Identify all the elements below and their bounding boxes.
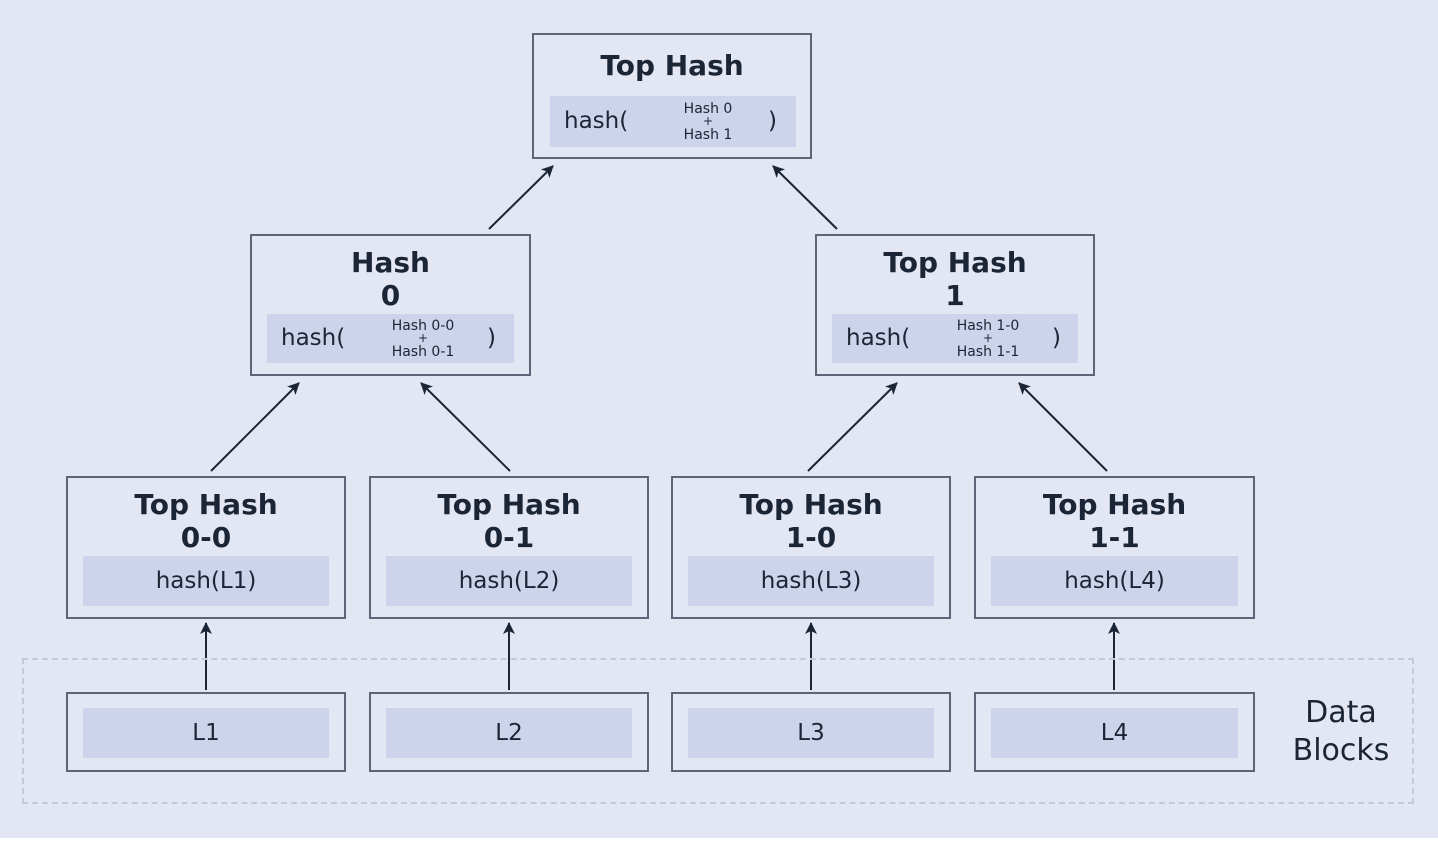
data-block-value: L1	[83, 708, 329, 758]
hash-function-label: hash(	[846, 325, 911, 351]
close-paren: )	[487, 325, 496, 351]
top-hash-title: Top Hash	[600, 49, 744, 82]
arrow-leaf01-to-hash0	[420, 382, 511, 472]
top-hash-formula: hash( Hash 0 + Hash 1 )	[550, 96, 796, 147]
leaf-hash-value: hash(L3)	[688, 556, 934, 606]
operand-1: Hash 0-0	[391, 318, 455, 334]
hash-function-label: hash(	[564, 108, 629, 134]
plus-operator: +	[982, 331, 994, 345]
leaf-hash-node-0-1: Top Hash 0-1 hash(L2)	[369, 476, 649, 619]
arrow-leaf00-to-hash0	[210, 382, 300, 472]
data-block-value: L2	[386, 708, 632, 758]
close-paren: )	[768, 108, 777, 134]
operand-stack: Hash 1-0 + Hash 1-1	[940, 316, 1036, 362]
leaf-hash-node-1-0: Top Hash 1-0 hash(L3)	[671, 476, 951, 619]
data-block-value: L4	[991, 708, 1238, 758]
plus-operator: +	[702, 114, 714, 128]
data-blocks-region	[22, 658, 1414, 804]
leaf-hash-value: hash(L2)	[386, 556, 632, 606]
operand-1: Hash 1-0	[956, 318, 1020, 334]
data-block-l4: L4	[974, 692, 1255, 772]
hash-1-formula: hash( Hash 1-0 + Hash 1-1 )	[832, 314, 1078, 363]
data-block-l1: L1	[66, 692, 346, 772]
leaf-hash-value: hash(L1)	[83, 556, 329, 606]
leaf-hash-title: Top Hash 1-0	[739, 488, 883, 554]
hash-function-label: hash(	[281, 325, 346, 351]
data-block-l3: L3	[671, 692, 951, 772]
operand-2: Hash 0-1	[391, 344, 455, 360]
arrow-hash0-to-top	[488, 165, 554, 230]
leaf-hash-title: Top Hash 1-1	[1042, 488, 1187, 554]
hash-1-node: Top Hash 1 hash( Hash 1-0 + Hash 1-1 )	[815, 234, 1095, 376]
operand-1: Hash 0	[683, 101, 733, 117]
data-blocks-label: Data Blocks	[1292, 695, 1390, 768]
leaf-hash-value: hash(L4)	[991, 556, 1238, 606]
top-hash-node: Top Hash hash( Hash 0 + Hash 1 )	[532, 33, 812, 159]
hash-1-title: Top Hash 1	[883, 246, 1027, 312]
operand-2: Hash 1-1	[956, 344, 1020, 360]
arrow-hash1-to-top	[772, 165, 838, 230]
operand-stack: Hash 0-0 + Hash 0-1	[375, 316, 471, 362]
plus-operator: +	[417, 331, 429, 345]
hash-0-title: Hash 0	[351, 246, 430, 312]
operand-stack: Hash 0 + Hash 1	[668, 99, 748, 145]
leaf-hash-node-0-0: Top Hash 0-0 hash(L1)	[66, 476, 346, 619]
data-block-l2: L2	[369, 692, 649, 772]
data-block-value: L3	[688, 708, 934, 758]
leaf-hash-title: Top Hash 0-1	[437, 488, 581, 554]
leaf-hash-title: Top Hash 0-0	[134, 488, 278, 554]
operand-2: Hash 1	[683, 127, 733, 143]
leaf-hash-node-1-1: Top Hash 1-1 hash(L4)	[974, 476, 1255, 619]
hash-0-node: Hash 0 hash( Hash 0-0 + Hash 0-1 )	[250, 234, 531, 376]
arrow-leaf10-to-hash1	[807, 382, 898, 472]
arrow-leaf11-to-hash1	[1018, 382, 1108, 472]
hash-0-formula: hash( Hash 0-0 + Hash 0-1 )	[267, 314, 514, 363]
close-paren: )	[1052, 325, 1061, 351]
